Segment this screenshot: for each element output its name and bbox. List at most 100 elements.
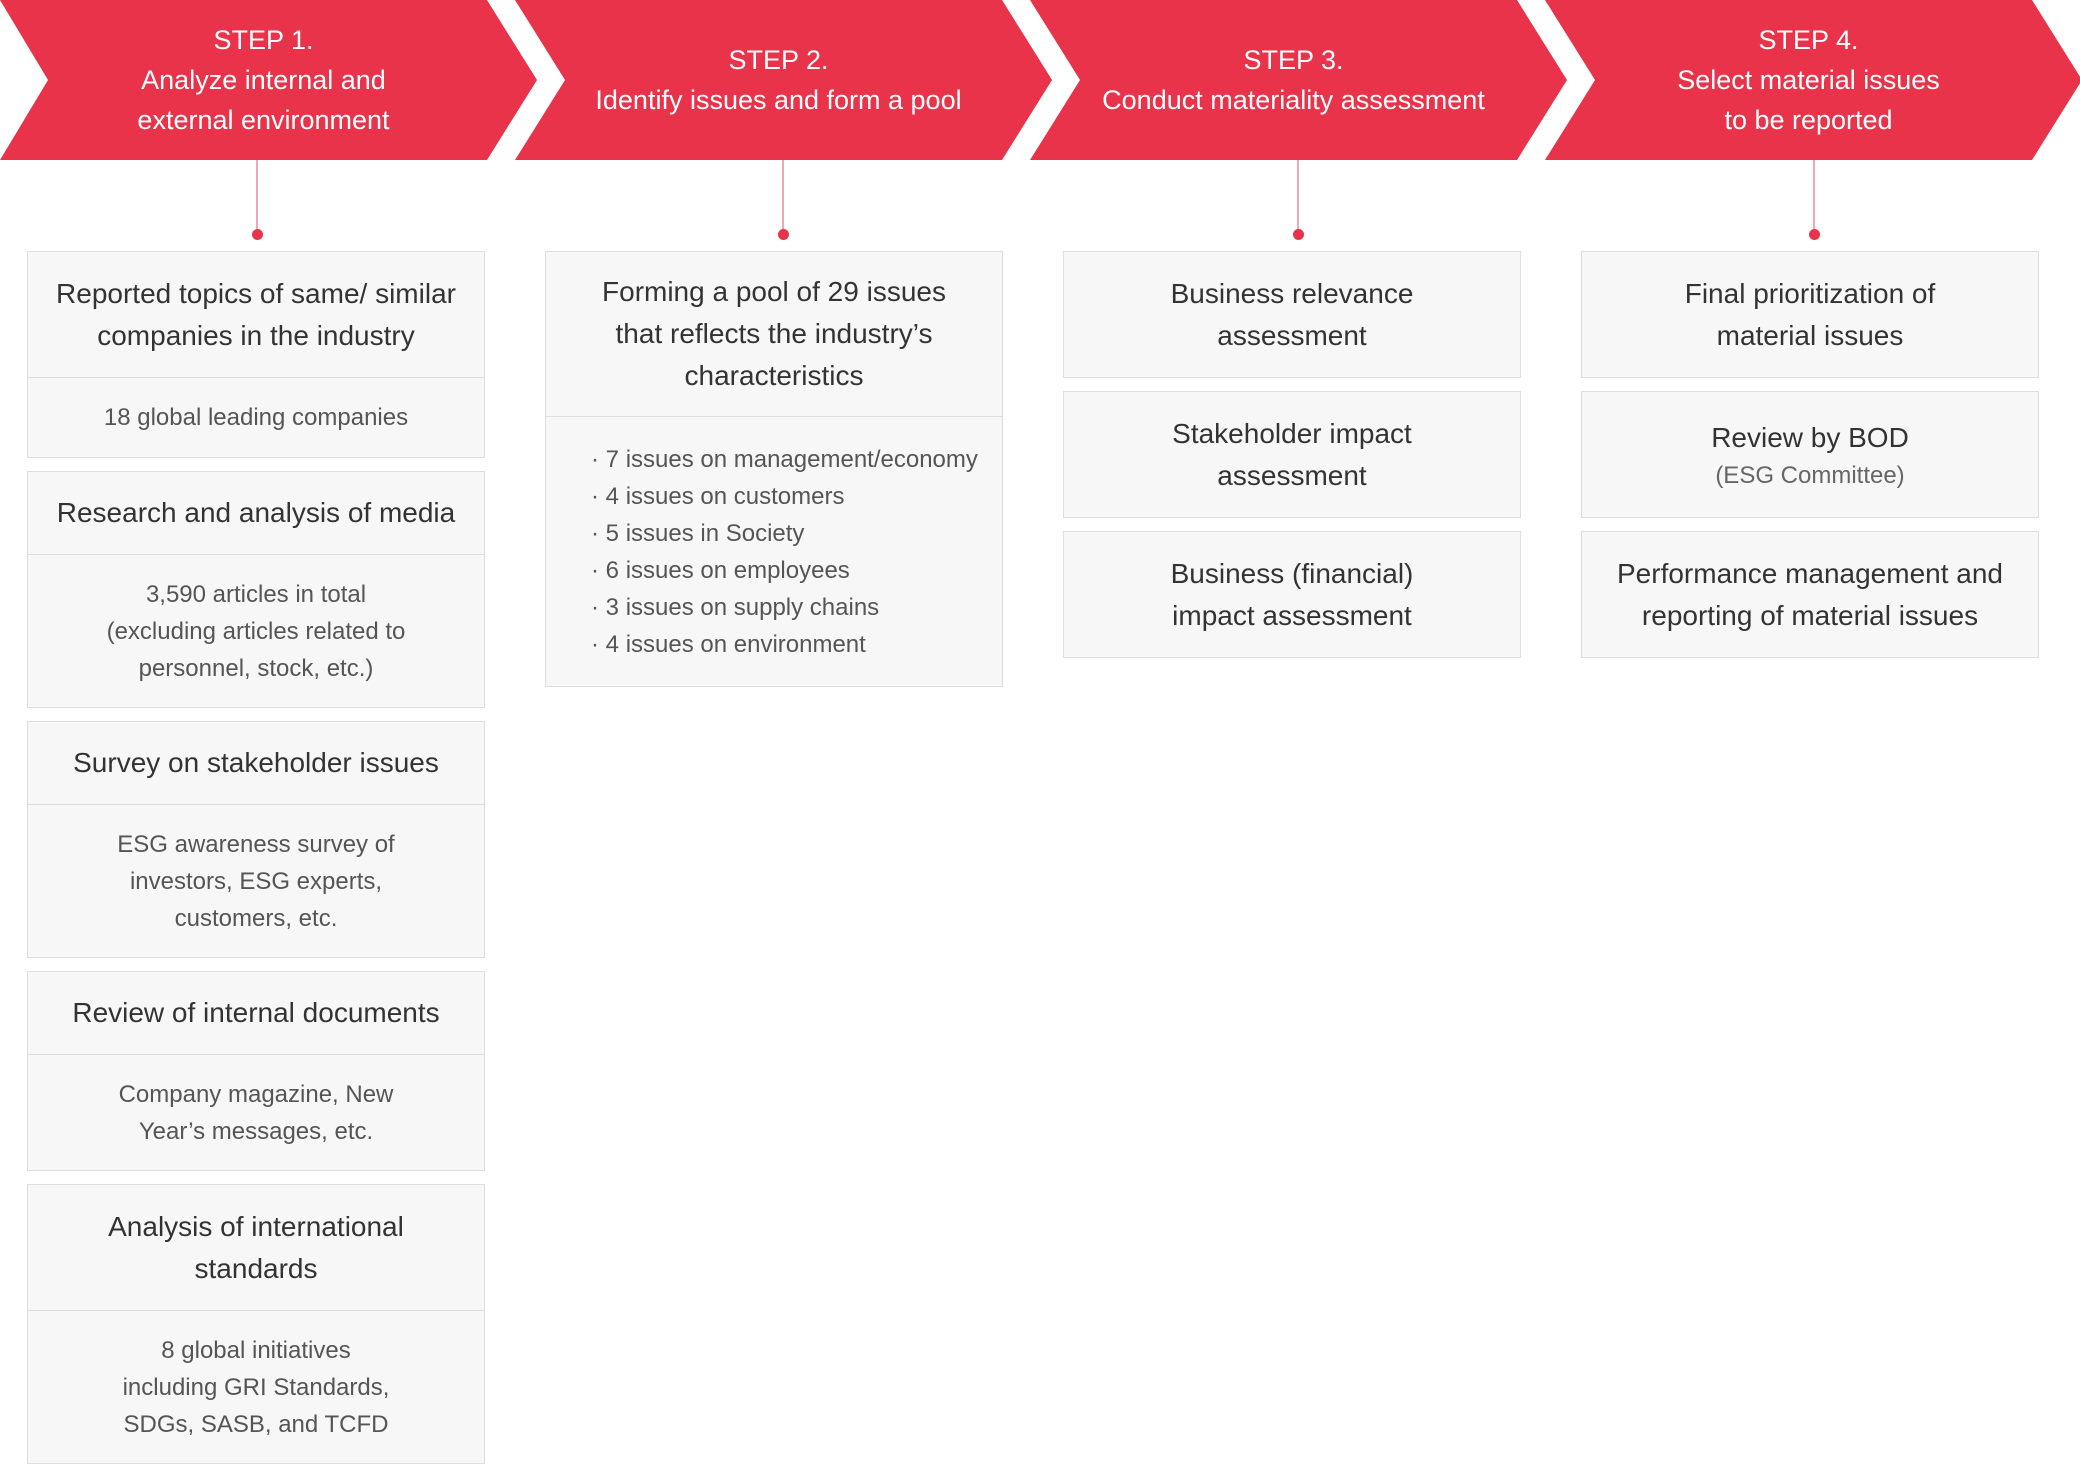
step-label-line: Identify issues and form a pool: [595, 85, 962, 115]
step-card: Research and analysis of media 3,590 arti…: [27, 471, 485, 708]
step-card: Performance management and reporting of m…: [1581, 531, 2039, 658]
step-label-line: Conduct materiality assessment: [1102, 85, 1485, 115]
step-label-line: STEP 2.: [728, 45, 829, 75]
card-detail: ESG awareness survey of investors, ESG ex…: [28, 804, 484, 957]
card-detail-line: personnel, stock, etc.): [138, 654, 374, 682]
card-title: Review by BOD (ESG Committee): [1582, 392, 2038, 517]
issue-list-item: 4 issues on environment: [591, 626, 982, 663]
card-title-line: material issues: [1716, 319, 1904, 351]
step-3-label: STEP 3. Conduct materiality assessment: [1075, 0, 1512, 160]
card-title-line: Final prioritization of: [1684, 277, 1936, 309]
step-connector-line: [256, 160, 258, 232]
issue-list-item: 7 issues on management/economy: [591, 441, 982, 478]
issue-list-item: 5 issues in Society: [591, 515, 982, 552]
step-label-line: STEP 3.: [1243, 45, 1344, 75]
card-detail-line: investors, ESG experts,: [129, 867, 383, 895]
card-detail: 18 global leading companies: [28, 377, 484, 457]
card-title: Business (financial) impact assessment: [1064, 532, 1520, 657]
issue-list-item: 6 issues on employees: [591, 552, 982, 589]
card-title-line: Research and analysis of media: [56, 497, 456, 528]
issue-list-item: 3 issues on supply chains: [591, 589, 982, 626]
card-detail-line: ESG awareness survey of: [117, 830, 395, 858]
step-1-label: STEP 1. Analyze internal and external envi…: [45, 0, 482, 160]
card-detail-line: 3,590 articles in total: [145, 580, 367, 608]
step-card: Business relevance assessment: [1063, 251, 1521, 378]
card-title: Final prioritization of material issues: [1582, 252, 2038, 377]
step-connector-dot: [1809, 229, 1820, 240]
card-title-line: Review by BOD: [1711, 421, 1909, 453]
card-title-line: Performance management and: [1617, 557, 2003, 589]
step-connector-dot: [252, 229, 263, 240]
card-title-line: Business (financial): [1170, 557, 1414, 589]
card-title-line: that reflects the industry’s: [615, 318, 933, 349]
card-title: Analysis of international standards: [28, 1185, 484, 1310]
card-detail: 8 global initiatives including GRI Standa…: [28, 1310, 484, 1463]
card-title: Business relevance assessment: [1064, 252, 1520, 377]
issue-list-item: 4 issues on customers: [591, 478, 982, 515]
step-connector-line: [782, 160, 784, 232]
step-card: Review by BOD (ESG Committee): [1581, 391, 2039, 518]
card-title-line: Survey on stakeholder issues: [73, 747, 439, 778]
step-chevrons: [0, 0, 2080, 160]
step-1-column: Reported topics of same/ similar companie…: [27, 251, 485, 1477]
card-title-line: standards: [194, 1252, 318, 1284]
card-detail-line: including GRI Standards,: [122, 1373, 390, 1401]
card-title-line: assessment: [1217, 459, 1367, 491]
step-card: Business (financial) impact assessment: [1063, 531, 1521, 658]
step-4-label: STEP 4. Select material issues to be repor…: [1590, 0, 2027, 160]
card-title-line: Forming a pool of 29 issues: [602, 276, 946, 307]
step-connector-line: [1297, 160, 1299, 232]
card-detail-line: (excluding articles related to: [106, 617, 406, 645]
card-note: (ESG Committee): [1715, 461, 1905, 489]
step-1-chevron: [0, 0, 537, 160]
step-label-line: STEP 4.: [1758, 25, 1859, 55]
card-bullet-list: 7 issues on management/economy4 issues o…: [546, 416, 1002, 686]
step-label-line: Analyze internal and: [141, 65, 386, 95]
step-card: Analysis of international standards 8 glob…: [27, 1184, 485, 1464]
card-detail-line: 18 global leading companies: [103, 404, 409, 431]
card-detail: 3,590 articles in total (excluding articl…: [28, 554, 484, 707]
card-title-line: characteristics: [684, 360, 864, 391]
step-4-chevron: [1545, 0, 2080, 160]
card-detail-line: 8 global initiatives: [161, 1336, 351, 1364]
card-title: Forming a pool of 29 issues that reflects…: [546, 252, 1002, 416]
step-connector-dot: [1293, 229, 1304, 240]
step-label-line: Select material issues: [1677, 65, 1940, 95]
card-title: Research and analysis of media: [28, 472, 484, 554]
card-detail-line: customers, etc.: [174, 904, 338, 932]
step-label-line: to be reported: [1724, 105, 1893, 135]
card-title-line: reporting of material issues: [1641, 599, 1979, 631]
step-card: Final prioritization of material issues: [1581, 251, 2039, 378]
step-2-column: Forming a pool of 29 issues that reflects…: [545, 251, 1003, 700]
step-2-label: STEP 2. Identify issues and form a pool: [560, 0, 997, 160]
card-title: Review of internal documents: [28, 972, 484, 1054]
card-title-line: assessment: [1217, 319, 1367, 351]
step-label-line: external environment: [137, 105, 390, 135]
card-title-line: Business relevance: [1170, 277, 1414, 309]
card-title-line: impact assessment: [1172, 599, 1412, 631]
issue-list: 7 issues on management/economy4 issues o…: [566, 441, 982, 663]
step-card: Forming a pool of 29 issues that reflects…: [545, 251, 1003, 687]
card-title-line: companies in the industry: [97, 319, 415, 351]
card-title: Reported topics of same/ similar companie…: [28, 252, 484, 377]
card-detail-line: Company magazine, New: [118, 1080, 394, 1108]
step-label-line: STEP 1.: [213, 25, 314, 55]
card-title-line: Analysis of international: [108, 1210, 404, 1242]
card-title: Performance management and reporting of m…: [1582, 532, 2038, 657]
card-title-line: Review of internal documents: [72, 997, 440, 1028]
step-card: Reported topics of same/ similar companie…: [27, 251, 485, 458]
card-detail-line: SDGs, SASB, and TCFD: [123, 1410, 389, 1438]
step-connector-dot: [778, 229, 789, 240]
step-connector-line: [1813, 160, 1815, 232]
card-title-line: Reported topics of same/ similar: [56, 277, 456, 309]
step-3-chevron: [1030, 0, 1567, 160]
step-2-chevron: [515, 0, 1052, 160]
